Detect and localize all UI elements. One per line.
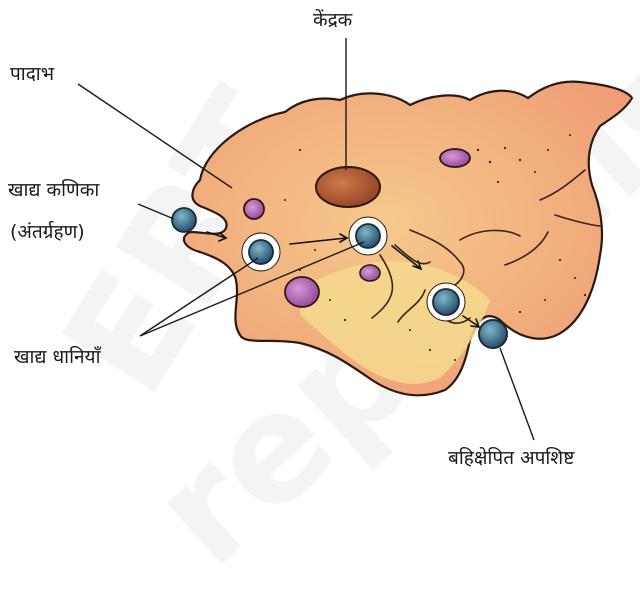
food-vacuole-3 bbox=[433, 289, 459, 315]
food-vacuole-1 bbox=[249, 240, 273, 264]
vacuole-purple-3 bbox=[285, 277, 319, 307]
label-nucleus: केंद्रक bbox=[313, 10, 352, 31]
label-food-particle: खाद्य कणिका bbox=[8, 180, 99, 201]
vacuole-purple-4 bbox=[360, 265, 380, 281]
leader-food-particle bbox=[138, 204, 174, 219]
vacuole-purple-1 bbox=[440, 149, 470, 167]
nucleus bbox=[316, 167, 380, 207]
label-pseudopod: पादाभ bbox=[10, 64, 54, 85]
food-particle-ingested bbox=[172, 208, 196, 232]
vacuole-purple-2 bbox=[244, 199, 264, 219]
label-food-vacuoles: खाद्य धानियाँ bbox=[14, 347, 101, 368]
leader-pseudopod bbox=[78, 84, 232, 188]
label-ingestion: (अंतर्ग्रहण) bbox=[10, 222, 85, 243]
amoeba-diagram bbox=[0, 0, 640, 478]
label-egested-waste: बहिक्षेपित अपशिष्ट bbox=[448, 448, 574, 469]
leader-waste bbox=[500, 348, 534, 440]
egested-waste-particle bbox=[479, 320, 507, 348]
